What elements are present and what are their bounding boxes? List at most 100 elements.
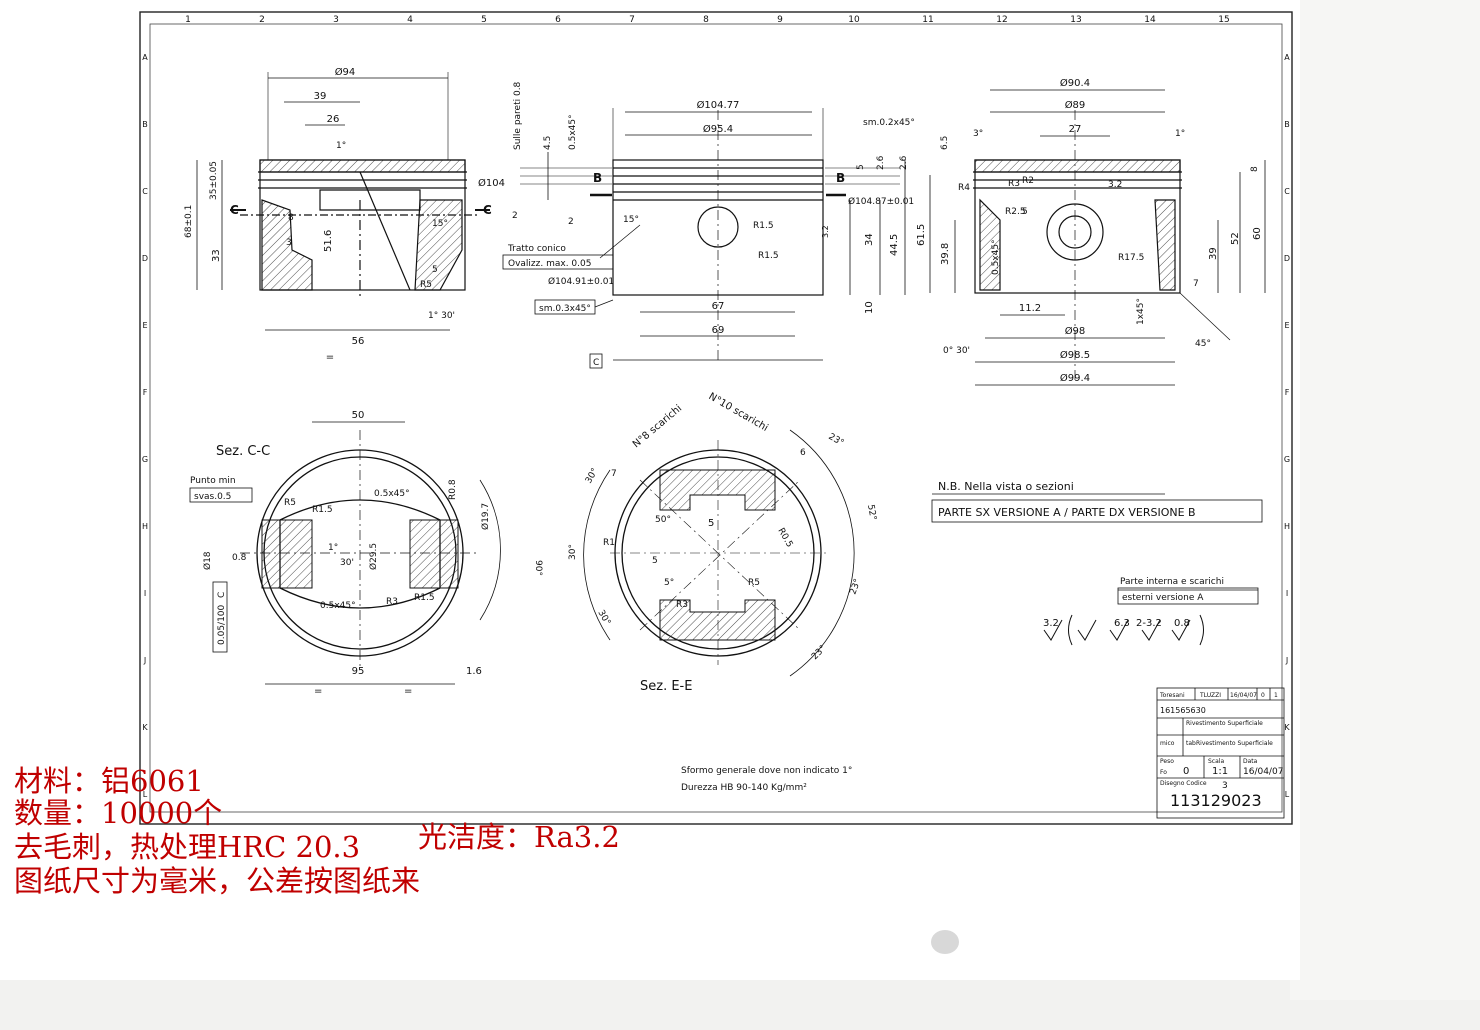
- tb-code: 113129023: [1170, 791, 1262, 810]
- tb-fo-label: Fo: [1160, 769, 1167, 776]
- column-label: 12: [996, 15, 1007, 25]
- ee-6: 6: [800, 448, 806, 458]
- cc-30: 30': [340, 558, 354, 568]
- mid-sulle-pareti: Sulle pareti 0.8: [513, 81, 523, 150]
- cc-95: 95: [352, 666, 365, 677]
- right-dim-7: 7: [1193, 279, 1199, 289]
- row-label: J: [143, 656, 146, 665]
- front-dim-35: 35±0.05: [209, 161, 219, 200]
- section-ee-drawing: [583, 429, 855, 677]
- note-esterni: esterni versione A: [1122, 593, 1204, 603]
- mid-dim-69: 69: [712, 325, 725, 336]
- column-label: 15: [1218, 15, 1229, 25]
- row-label: G: [142, 455, 148, 464]
- row-label: L: [143, 790, 148, 799]
- mid-r1-5a: R1.5: [753, 221, 774, 231]
- roughness-symbols: [1043, 614, 1204, 646]
- row-label: J: [1285, 656, 1288, 665]
- column-label: 4: [407, 15, 413, 25]
- right-d-89: Ø89: [1065, 99, 1086, 111]
- mid-dim-67: 67: [712, 301, 725, 312]
- note-nb: N.B. Nella vista o sezioni: [938, 480, 1074, 493]
- cc-eq-right: =: [404, 686, 412, 697]
- punch-hole: [931, 930, 959, 954]
- mid-dim-15deg: 15°: [623, 215, 639, 225]
- cc-svas: svas.0.5: [194, 492, 231, 502]
- mid-dim-34: 34: [864, 233, 875, 246]
- mid-ra: 3.2: [821, 225, 830, 238]
- mid-d-104-77: Ø104.77: [697, 99, 740, 111]
- right-dim-52: 52: [1230, 232, 1241, 245]
- tb-data-val: 16/04/07: [1243, 767, 1283, 777]
- row-label: E: [142, 321, 147, 330]
- front-dim-1deg: 1°: [336, 141, 346, 151]
- overlay-deburr-heat: 去毛刺，热处理HRC 20.3: [14, 830, 361, 864]
- mid-dim-44-5: 44.5: [889, 234, 900, 256]
- row-label: A: [1284, 53, 1290, 62]
- front-dim-33: 33: [211, 249, 222, 262]
- cc-1deg: 1°: [328, 543, 338, 553]
- overlay-finish: 光洁度：Ra3.2: [418, 820, 620, 854]
- rough-0-8: 0.8: [1174, 618, 1190, 629]
- mid-dim-2-6b: 2.6: [899, 155, 909, 170]
- row-label: C: [1284, 187, 1290, 196]
- overlay-material: 材料：铝6061: [14, 764, 204, 798]
- mid-sm-0-3: sm.0.3x45°: [539, 304, 591, 314]
- mid-dim-2a: 2: [512, 211, 518, 221]
- right-d-90-4: Ø90.4: [1060, 77, 1090, 89]
- right-dim-r4: R4: [958, 183, 970, 193]
- column-label: 2: [259, 15, 265, 25]
- mid-sm-0-2: sm.0.2x45°: [863, 118, 915, 128]
- row-label: F: [143, 388, 148, 397]
- row-label: K: [142, 723, 148, 732]
- column-label: 1: [185, 15, 191, 25]
- cc-1-6: 1.6: [466, 666, 482, 677]
- front-dim-15deg: 15°: [432, 219, 448, 229]
- cc-90: 90°: [533, 560, 543, 576]
- front-dim-r5: R5: [420, 280, 432, 290]
- middle-view: [502, 108, 906, 369]
- cc-r5: R5: [284, 498, 296, 508]
- front-dim-104: Ø104: [478, 177, 505, 189]
- front-dim-5: 5: [432, 265, 438, 275]
- front-dim-39: 39: [314, 91, 327, 102]
- row-label: E: [1284, 321, 1289, 330]
- right-view: [929, 89, 1266, 386]
- front-eq: =: [326, 352, 334, 363]
- section-b-marker-left: B: [593, 171, 602, 185]
- mid-r1-5b: R1.5: [758, 251, 779, 261]
- row-label: B: [1284, 120, 1290, 129]
- cc-eq-left: =: [314, 686, 322, 697]
- tb-part-ref: 161565630: [1160, 706, 1206, 715]
- right-d-98-5: Ø98.5: [1060, 349, 1090, 361]
- cc-r3: R3: [386, 597, 398, 607]
- cc-dim-50: 50: [352, 410, 365, 421]
- section-cc-drawing: [189, 421, 501, 685]
- row-label: A: [142, 53, 148, 62]
- ee-r3: R3: [676, 600, 688, 610]
- right-dim-39: 39: [1208, 247, 1219, 260]
- mid-dim-0-5x45: 0.5x45°: [568, 114, 578, 150]
- row-label: I: [1286, 589, 1288, 598]
- tb-desc2: Rivestimento Superficiale: [1196, 740, 1273, 747]
- right-dim-11-2: 11.2: [1019, 303, 1041, 314]
- right-dim-r2-5: R2.5: [1005, 207, 1026, 217]
- mid-dim-10: 10: [864, 301, 875, 314]
- tb-peso-label: Peso: [1160, 758, 1174, 765]
- row-label: I: [144, 589, 146, 598]
- right-dim-1x45: 1x45°: [1136, 298, 1146, 325]
- tb-desc1: Rivestimento Superficiale: [1186, 720, 1263, 727]
- front-dim-8: 8: [288, 213, 294, 223]
- tb-sheet-no: 3: [1222, 781, 1228, 791]
- row-label: B: [142, 120, 148, 129]
- ee-5b: 5: [652, 556, 658, 566]
- ee-7: 7: [611, 469, 617, 479]
- mid-ovalizz: Ovalizz. max. 0.05: [508, 259, 591, 269]
- front-dim-1-30: 1° 30': [428, 311, 455, 321]
- cc-0-5x45a: 0.5x45°: [374, 489, 410, 499]
- column-label: 3: [333, 15, 339, 25]
- front-dim-56: 56: [352, 336, 365, 347]
- rough-2-3-2: 2-3.2: [1136, 618, 1162, 629]
- column-label: 14: [1144, 15, 1156, 25]
- right-dim-6-5: 6.5: [940, 136, 950, 150]
